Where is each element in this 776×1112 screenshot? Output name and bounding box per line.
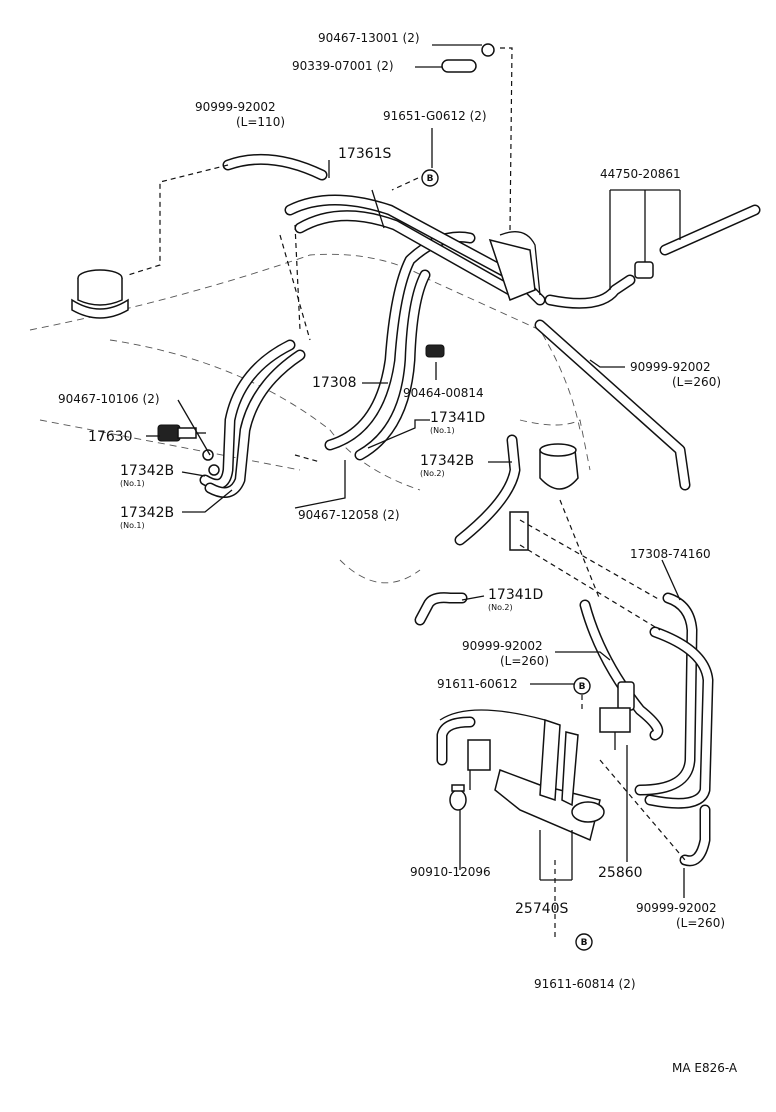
part-note-p3: (L=110) xyxy=(236,115,286,129)
part-note-p13: (No.1) xyxy=(120,479,145,488)
hose-l260-upper xyxy=(534,319,691,491)
part-label-p2: 90339-07001 (2) xyxy=(292,60,394,72)
part-label-p3: 90999-92002 xyxy=(195,101,276,113)
callout-b-mid-text: B xyxy=(579,682,586,692)
part-label-p16: 90467-12058 (2) xyxy=(298,509,400,521)
part-number: 90467-10106 xyxy=(58,392,139,406)
part-number: 90999-92002 xyxy=(195,100,276,114)
reservoir-tank xyxy=(71,269,129,319)
assembly-dashed-lines xyxy=(127,47,686,940)
part-label-p20: 91611-60612 xyxy=(437,677,518,691)
diagram-code: MA E826-A xyxy=(672,1061,738,1075)
part-label-p5: 17361S xyxy=(338,146,392,162)
part-note: (2) xyxy=(142,392,160,406)
engine-outline xyxy=(29,253,591,584)
part-label-p1: 90467-13001 (2) xyxy=(318,32,420,44)
part-note-p7: (L=260) xyxy=(672,375,722,389)
part-label-p17: 17308-74160 xyxy=(630,547,711,561)
part-label-p11: 17341D xyxy=(430,410,486,426)
clip-90467-13001 xyxy=(481,43,495,57)
part-note: (2) xyxy=(402,31,420,45)
plug-90339-07001 xyxy=(441,59,477,73)
part-note: (2) xyxy=(376,59,394,73)
callout-b-top: B xyxy=(421,169,439,187)
hose-l260-middle xyxy=(579,599,664,741)
part-note-p14: (No.2) xyxy=(420,469,445,478)
part-number: 91611-60814 xyxy=(534,977,615,991)
part-label-p4: 91651-G0612 (2) xyxy=(383,110,487,122)
part-label-p24: 90999-92002 xyxy=(636,901,717,915)
part-label-p15: 17342B xyxy=(120,505,175,521)
leader-lines xyxy=(146,44,685,898)
part-label-p10: 90467-10106 (2) xyxy=(58,393,160,405)
hose-17342b-no2 xyxy=(454,434,521,546)
callout-b-mid: B xyxy=(573,677,591,695)
pipe-assembly-17361s xyxy=(284,189,546,306)
hose-17342b-no1 xyxy=(199,339,306,498)
part-label-p18: 17341D xyxy=(488,587,544,603)
clamp-90467-10106 xyxy=(202,449,220,476)
part-note-p11: (No.1) xyxy=(430,426,455,435)
part-label-p23: 25740S xyxy=(515,901,569,917)
bracket-25740s xyxy=(436,709,605,842)
part-number: 90467-12058 xyxy=(298,508,379,522)
part-label-p12: 17630 xyxy=(88,429,133,445)
part-number: 90467-13001 xyxy=(318,31,399,45)
part-label-p22: 25860 xyxy=(598,865,643,881)
part-note-p18: (No.2) xyxy=(488,603,513,612)
part-note-p19: (L=260) xyxy=(500,654,550,668)
hose-l260-lower xyxy=(679,804,711,867)
pipe-17308-74160 xyxy=(634,592,714,809)
part-label-p13: 17342B xyxy=(120,463,175,479)
connector-90464-00814 xyxy=(425,344,445,358)
callout-b-bottom: B xyxy=(575,933,593,951)
part-label-p25: 91611-60814 (2) xyxy=(534,978,636,990)
callout-b-bottom-text: B xyxy=(581,938,588,948)
part-number: 91651-G0612 xyxy=(383,109,466,123)
vsv-25860 xyxy=(599,681,635,750)
callout-b-top-text: B xyxy=(427,174,434,184)
part-label-p7: 90999-92002 xyxy=(630,360,711,374)
part-number: 90339-07001 xyxy=(292,59,373,73)
hose-l110 xyxy=(222,153,328,181)
part-note-p24: (L=260) xyxy=(676,916,726,930)
part-label-p19: 90999-92002 xyxy=(462,639,543,653)
part-note-p15: (No.1) xyxy=(120,521,145,530)
elbow-17341d-no2 xyxy=(414,592,468,626)
part-label-p8: 17308 xyxy=(312,375,357,391)
part-note: (2) xyxy=(469,109,487,123)
vacuum-switch-17630 xyxy=(157,424,206,442)
part-note: (2) xyxy=(618,977,636,991)
part-label-p14: 17342B xyxy=(420,453,475,469)
part-label-p9: 90464-00814 xyxy=(403,386,484,400)
part-label-p21: 90910-12096 xyxy=(410,865,491,879)
bulb-90910-12096 xyxy=(449,784,467,811)
hose-44750-20861 xyxy=(544,204,761,309)
part-label-p6: 44750-20861 xyxy=(600,167,681,181)
part-note: (2) xyxy=(382,508,400,522)
